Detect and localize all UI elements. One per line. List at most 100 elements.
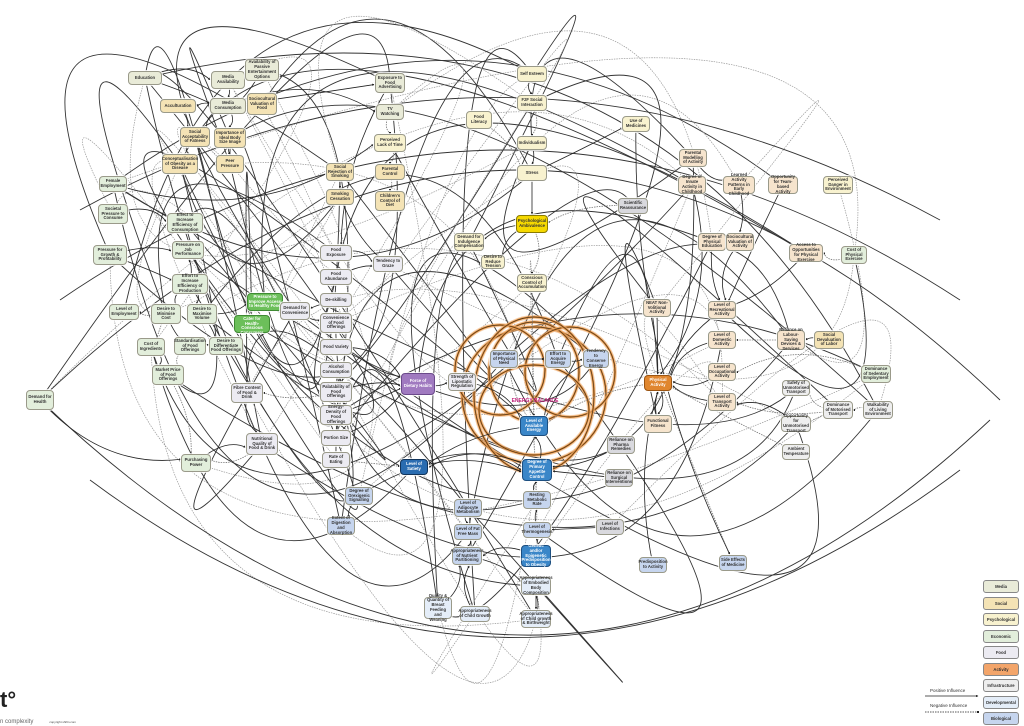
node-food-adv[interactable]: Exposure to Food Advertising [375, 73, 405, 93]
node-min-cost[interactable]: Desire to Minimise Cost [151, 304, 181, 324]
node-surgical[interactable]: Reliance on Surgical Interventions [605, 469, 633, 487]
node-tv[interactable]: TV Watching [376, 104, 404, 120]
node-conserve[interactable]: Tendency to Conserve Energy [583, 349, 609, 368]
node-lack-time[interactable]: Perceived Lack of Time [374, 134, 406, 152]
node-child-ctrl[interactable]: Children's Control of Diet [375, 191, 405, 211]
node-nutrient-part[interactable]: Appropriateness of Nutrient Partitioning [450, 547, 484, 565]
node-rate-eating[interactable]: Rate of Eating [322, 452, 350, 468]
node-labour-saving[interactable]: Reliance on Labour-Saving Devices & Serv… [777, 327, 805, 351]
node-ambient[interactable]: Ambient Temperature [782, 444, 810, 460]
node-phys-ed[interactable]: Degree of Physical Education [698, 233, 726, 251]
node-rmr[interactable]: Resting Metabolic Rate [523, 491, 551, 509]
node-devaluation[interactable]: Social Devaluation of Labor [814, 331, 844, 349]
node-digestion[interactable]: Extent of Digestion and Absorption [327, 516, 355, 535]
node-genetic[interactable]: Genetic and/or Epigenetic Predisposition… [521, 543, 551, 568]
node-conv-food[interactable]: Convenience of Food Offerings [320, 313, 352, 333]
node-passive-ent[interactable]: Availability of Passive Entertainment Op… [245, 59, 279, 81]
node-child-growth[interactable]: Appropriateness of Child Growth [458, 606, 492, 622]
node-par-model[interactable]: Parental Modelling of Activity [679, 149, 707, 167]
node-adipocyte[interactable]: Level of Adipocyte Metabolism [454, 499, 482, 517]
node-breastfeed[interactable]: Quality & Quantity of Breast Feeding and… [424, 593, 452, 621]
node-employment[interactable]: Level of Employment [109, 304, 139, 320]
node-indulgence[interactable]: Demand for Indulgence Compensation [454, 233, 484, 251]
node-f2f[interactable]: F2F Social Interaction [517, 95, 547, 111]
node-palat[interactable]: Palatability of Food Offerings [320, 382, 352, 402]
node-food-variety[interactable]: Food Variety [320, 339, 352, 355]
node-media-cons[interactable]: Media Consumption [210, 98, 246, 114]
node-cost-ex[interactable]: Cost of Physical Exercise [841, 246, 867, 264]
node-opp-unmot[interactable]: Opportunity for Unmotorised Transport [781, 414, 811, 433]
node-fibre[interactable]: Fibre Content of Food & Drink [231, 383, 263, 403]
node-soc-pressure[interactable]: Societal Pressure to Consume [98, 204, 128, 224]
node-predisp-act[interactable]: Predisposition to Activity [638, 557, 668, 573]
node-sci-reassure[interactable]: Scientific Reassurance [618, 198, 648, 214]
node-fatness[interactable]: Social Acceptability of Fatness [180, 127, 210, 147]
node-walkability[interactable]: Walkability of Living Environment [863, 401, 893, 419]
node-cost-ingr[interactable]: Cost of Ingredients [137, 338, 165, 356]
node-purch-power[interactable]: Purchasing Power [181, 454, 211, 472]
node-body-comp[interactable]: Appropriateness of Embodied Body Composi… [519, 575, 553, 595]
node-learned-act[interactable]: Learned Activity Patterns in Early Child… [723, 172, 755, 196]
node-conceptual[interactable]: Conceptualisation of Obesity as a Diseas… [162, 154, 198, 174]
node-lipostatic[interactable]: Strength of Lipostatic Regulation [448, 373, 476, 391]
node-growth[interactable]: Pressure for Growth & Profitability [93, 245, 127, 265]
node-recreational[interactable]: Level of Recreational Activity [708, 301, 736, 319]
node-graze[interactable]: Tendency to Graze [373, 256, 403, 272]
node-food-abund[interactable]: Food Abundance [320, 269, 352, 285]
node-smoke-cess[interactable]: Smoking Cessation [326, 189, 354, 205]
node-peer[interactable]: Peer Pressure [216, 155, 244, 173]
node-individualism[interactable]: Individualism [517, 136, 547, 150]
node-max-volume[interactable]: Desire to Maximise Volume [187, 304, 217, 324]
node-education[interactable]: Education [128, 71, 162, 85]
node-psych-amb[interactable]: Psychological Ambivalence [516, 215, 548, 233]
node-demand-conv[interactable]: Demand for Convenience [280, 302, 310, 320]
node-phys-need[interactable]: Importance of Physical Need [490, 350, 518, 368]
node-acquire[interactable]: Effort to Acquire Energy [545, 350, 571, 368]
node-eff-consumption[interactable]: Effect to Increase Efficiency of Consump… [167, 213, 203, 233]
node-safety-unmot[interactable]: Safety of Unmotorised Transport [782, 379, 810, 396]
node-reduce-tension[interactable]: Desire to Reduce Tension [481, 254, 505, 269]
node-phys-activity[interactable]: Physical Activity [644, 375, 672, 391]
node-pharma[interactable]: Reliance on Pharma Remedies [607, 436, 635, 454]
node-portion[interactable]: Portion Size [321, 430, 351, 446]
node-access-ex[interactable]: Access to Opportunities for Physical Exe… [789, 243, 823, 262]
node-green1[interactable]: Pressure to Improve Access to Healthy Fo… [247, 293, 283, 311]
node-parental-ctrl[interactable]: Parental Control [375, 164, 405, 180]
node-conscious-ctrl[interactable]: Conscious Control of Accumulation [517, 274, 547, 292]
node-job-perf[interactable]: Pressure on Job Performance [172, 241, 204, 259]
node-motorised[interactable]: Dominance of Motorised Transport [823, 401, 853, 419]
node-orexigenic[interactable]: Degree of Orexigenic Signalling [345, 487, 373, 505]
node-self-esteem[interactable]: Self Esteem [517, 66, 547, 82]
node-dietary-habits[interactable]: Force of Dietary Habits [401, 373, 435, 395]
node-media-avail[interactable]: Media Availability [211, 71, 245, 89]
node-fat-free[interactable]: Level of Fat Free Mass [454, 524, 482, 540]
node-thermo[interactable]: Level of Thermogenesis [522, 522, 552, 538]
node-socio-food[interactable]: Sociocultural Valuation of Food [247, 93, 277, 115]
node-demand-health[interactable]: Demand for Health [26, 390, 54, 410]
node-food-lit[interactable]: Food Literacy [466, 111, 492, 129]
node-eff-production[interactable]: Effort to Increase Efficiency of Product… [172, 274, 208, 294]
node-neat[interactable]: NEAT Non-Volitional Activity [643, 299, 671, 317]
node-stress[interactable]: Stress [517, 165, 547, 181]
node-socio-act[interactable]: Sociocultural Valuation of Activity [726, 233, 754, 251]
node-food-exposure[interactable]: Food Exposure [320, 245, 352, 261]
node-smoke-rej[interactable]: Social Rejection of Smoking [326, 163, 354, 181]
node-energy-dens[interactable]: Energy-Density of Food Offerings [320, 405, 352, 425]
node-sedentary-emp[interactable]: Dominance of Sedentary Employment [861, 365, 891, 383]
node-female-emp[interactable]: Female Employment [99, 176, 127, 192]
node-acculturation[interactable]: Acculturation [160, 99, 196, 113]
node-avail-energy[interactable]: Level of Available Energy [520, 416, 548, 436]
node-infections[interactable]: Level of Infections [596, 519, 624, 535]
node-appetite[interactable]: Degree of Primary Appetite Control [522, 459, 552, 481]
node-birthweight[interactable]: Appropriateness of Child growth & Birthw… [519, 610, 553, 628]
node-innate-act[interactable]: Degree of Innate Activity in Childhood [678, 175, 706, 194]
node-alcohol[interactable]: Alcohol Consumption [320, 362, 352, 378]
node-market-price[interactable]: Market Price of Food Offerings [152, 365, 184, 385]
node-transport-act[interactable]: Level of Transport Activity [708, 393, 736, 411]
node-danger-env[interactable]: Perceived Danger in Environment [823, 176, 853, 194]
node-occupational[interactable]: Level of Occupational Activity [708, 363, 736, 381]
node-satiety[interactable]: Level of Satiety [400, 459, 428, 475]
node-medicines[interactable]: Use of Medicines [622, 116, 650, 132]
node-nutri-quality[interactable]: Nutritional Quality of Food & Drink [246, 433, 278, 455]
node-fitness[interactable]: Functional Fitness [644, 415, 672, 433]
